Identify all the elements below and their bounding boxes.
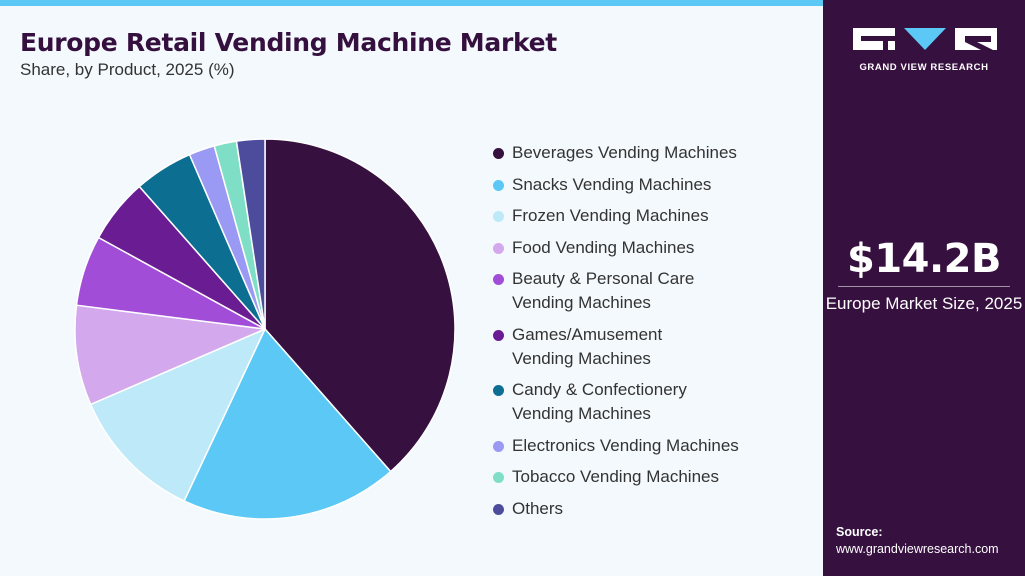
source-label: Source: (836, 525, 883, 539)
legend-swatch (493, 148, 504, 159)
legend-label: Electronics Vending Machines (512, 435, 739, 455)
legend-item: Food Vending Machines (493, 236, 813, 260)
legend-swatch (493, 385, 504, 396)
top-accent-bar (0, 0, 823, 6)
legend-swatch (493, 329, 504, 341)
pie-slice-1 (183, 328, 392, 520)
chart-title: Europe Retail Vending Machine Market (20, 28, 557, 57)
legend-label: Frozen Vending Machines (512, 206, 709, 225)
market-size-caption: Europe Market Size, 2025 (825, 294, 1023, 313)
grand-view-research-logo (853, 28, 997, 50)
sidebar: GRAND VIEW RESEARCH $14.2B Europe Market… (823, 0, 1025, 576)
pie-slice-2 (89, 328, 266, 502)
legend-item: Snacks Vending Machines (493, 173, 813, 197)
legend-item: Beverages Vending Machines (493, 141, 813, 165)
legend-swatch (493, 179, 504, 191)
sidebar-divider (838, 286, 1010, 287)
legend-item: Others (493, 497, 813, 521)
pie-slice-3 (74, 304, 266, 406)
market-size-value: $14.2B (846, 236, 1002, 282)
logo-text: GRAND VIEW RESEARCH (859, 62, 989, 73)
legend-item: Electronics Vending Machines (493, 434, 813, 458)
legend-swatch (493, 242, 504, 254)
legend-swatch (493, 503, 504, 515)
legend-swatch (493, 211, 504, 222)
legend-label: Snacks Vending Machines (512, 174, 712, 194)
legend-item: Frozen Vending Machines (493, 204, 813, 228)
legend-label: Tobacco Vending Machines (512, 467, 719, 486)
legend-item: Tobacco Vending Machines (493, 465, 813, 489)
source-url[interactable]: www.grandviewresearch.com (836, 542, 999, 556)
legend-swatch (493, 440, 504, 452)
chart-subtitle: Share, by Product, 2025 (%) (20, 60, 235, 79)
pie-slice-0 (264, 138, 456, 473)
pie-chart (74, 138, 456, 520)
legend-label: Food Vending Machines (512, 237, 695, 257)
legend-swatch (493, 472, 504, 483)
chart-panel: Europe Retail Vending Machine Market Sha… (0, 0, 823, 576)
legend-swatch (493, 274, 504, 285)
pie-slice-9 (235, 138, 266, 330)
legend-label: Beverages Vending Machines (512, 143, 737, 162)
legend-label: Others (512, 498, 564, 518)
